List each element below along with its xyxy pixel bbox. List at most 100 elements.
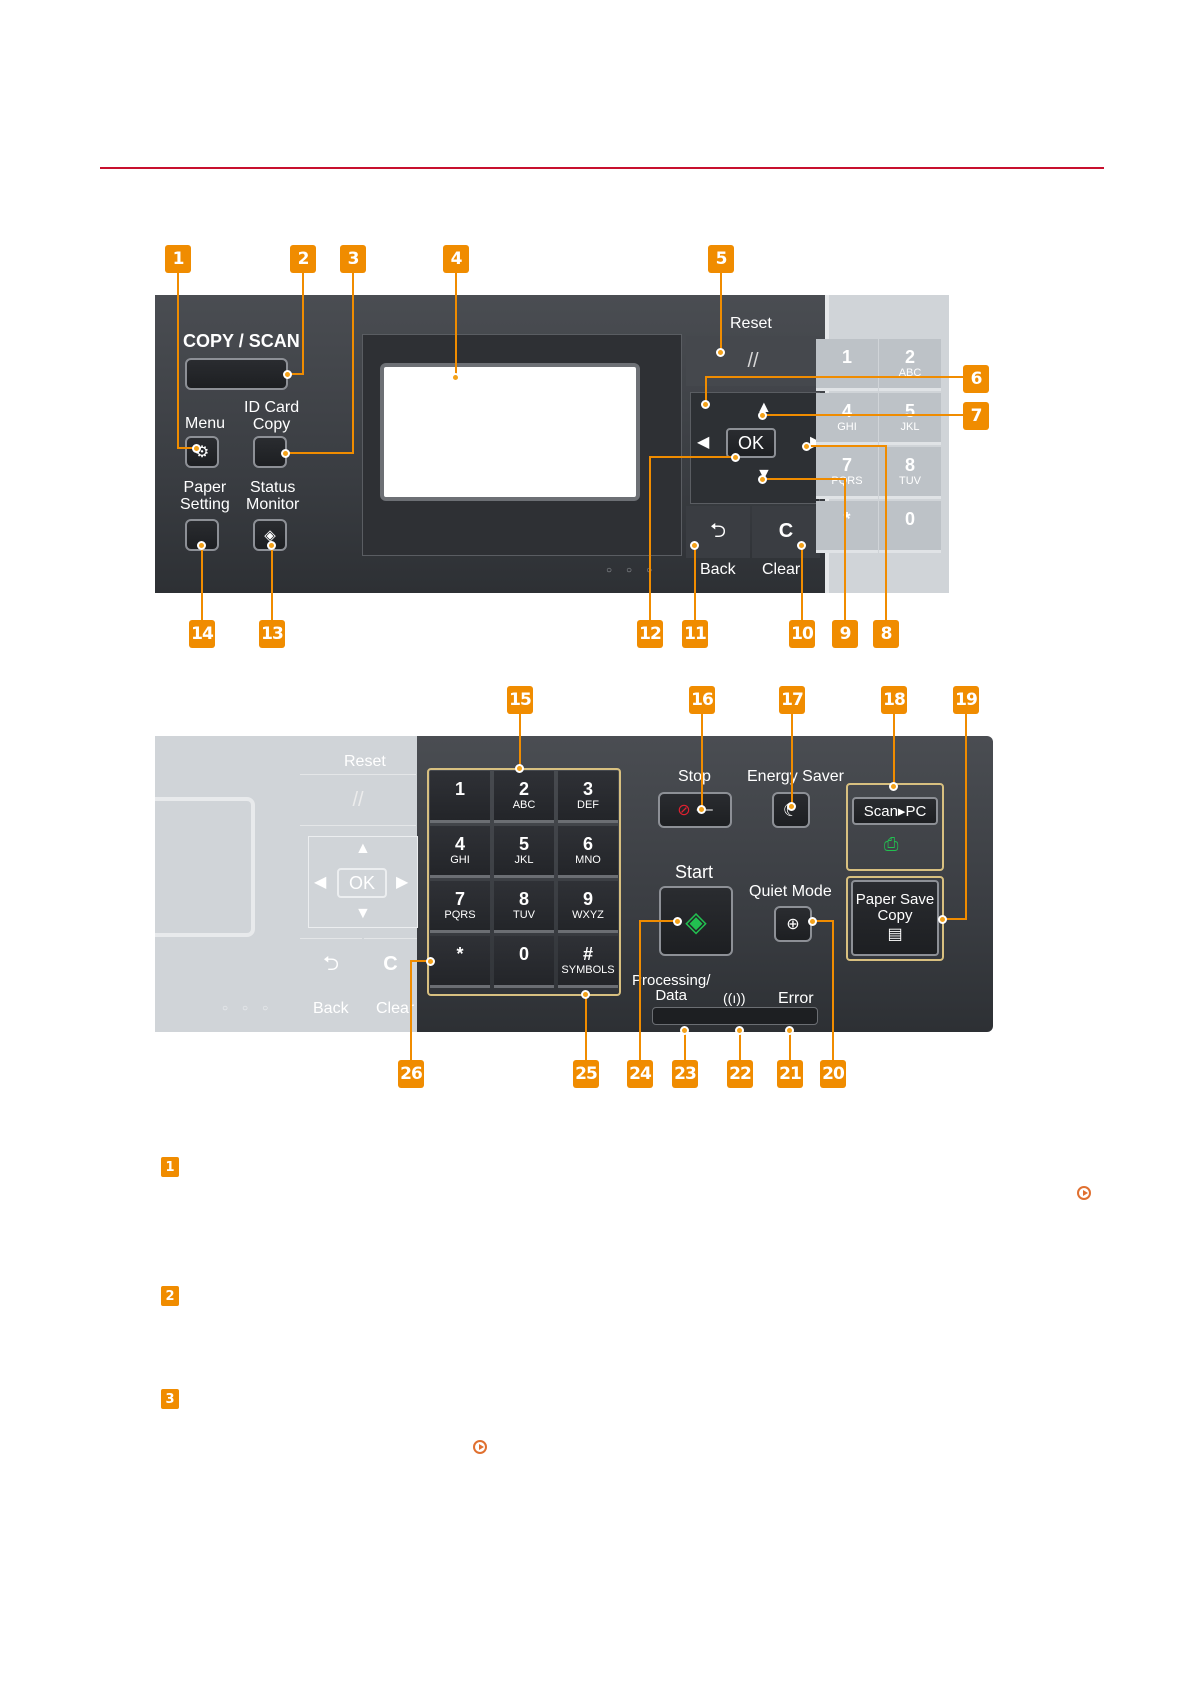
key-number: 6 [582, 834, 593, 854]
key-letters: GHI [450, 854, 470, 866]
leader-line [844, 478, 846, 620]
callout-dot [731, 453, 740, 462]
callout-dot [451, 373, 460, 382]
status-monitor-button[interactable]: ◈ [253, 519, 287, 551]
leader-line [684, 1030, 686, 1060]
id-card-copy-button[interactable] [253, 436, 287, 468]
leader-line [762, 478, 846, 480]
back-button[interactable]: ⮌ [300, 938, 362, 991]
callout-badge-13: 13 [259, 620, 285, 648]
callout-badge-14: 14 [189, 620, 215, 648]
key-number: 2 [518, 779, 529, 799]
right-arrow-icon[interactable]: ▶ [396, 874, 409, 891]
leader-line [942, 918, 967, 920]
leader-line [286, 373, 304, 375]
leader-line [455, 273, 457, 377]
left-arrow-icon[interactable]: ◀ [697, 434, 710, 451]
start-label: Start [675, 862, 714, 882]
processing-data-label: Processing/ Data [632, 972, 711, 1004]
keypad-outline [427, 768, 621, 996]
callout-dot [690, 541, 699, 550]
keypad-key[interactable]: 0 [879, 501, 941, 553]
clear-label: Clear [376, 1000, 415, 1017]
leader-line [179, 447, 196, 449]
status-monitor-label: Status Monitor [246, 479, 300, 513]
key-number: 0 [904, 509, 915, 529]
leader-line [352, 273, 354, 454]
leader-line [639, 920, 641, 1060]
copy-scan-button[interactable] [185, 358, 288, 390]
key-letters: JKL [514, 854, 534, 866]
scan-pc-button[interactable]: Scan▸PC [852, 797, 938, 825]
menu-button[interactable]: ⚙ [185, 436, 219, 468]
scan-pc-label: Scan▸PC [863, 803, 927, 820]
callout-dot [808, 917, 817, 926]
scan-pc-icon: ⎙ [884, 834, 899, 854]
callout-badge-9: 9 [832, 620, 858, 648]
callout-badge-16: 16 [689, 686, 715, 714]
callout-dot [515, 764, 524, 773]
callout-dot [673, 917, 682, 926]
ok-button[interactable]: OK [337, 868, 387, 898]
left-arrow-icon[interactable]: ◀ [314, 874, 327, 891]
callout-badge-15: 15 [507, 686, 533, 714]
leader-line [519, 714, 521, 770]
keypad-key[interactable]: 1 [430, 771, 490, 823]
copy-scan-label: COPY / SCAN [183, 331, 300, 351]
clear-button[interactable]: C [752, 506, 820, 558]
callout-badge-8: 8 [873, 620, 899, 648]
leader-line [410, 960, 430, 962]
clear-button[interactable]: C [364, 938, 417, 991]
key-number: 7 [454, 889, 465, 909]
keypad-key-asterisk[interactable]: * [430, 936, 490, 988]
reset-button[interactable]: // [300, 774, 416, 826]
callout-dot [283, 370, 292, 379]
leader-line [201, 545, 203, 620]
callout-badge-1: 1 [165, 245, 191, 273]
keypad-key[interactable]: 0 [494, 936, 554, 988]
key-number: 2 [904, 347, 915, 367]
leader-line [806, 445, 886, 447]
key-letters: JKL [900, 421, 920, 433]
callout-badge-5: 5 [708, 245, 734, 273]
link-arrow-icon[interactable] [473, 1440, 487, 1454]
leader-line [791, 714, 793, 807]
key-letters: ABC [512, 799, 536, 811]
link-arrow-icon[interactable] [1077, 1186, 1091, 1200]
keypad-key[interactable]: * [816, 501, 878, 553]
ok-label: OK [737, 432, 764, 453]
quiet-mode-button[interactable]: ⊕ [774, 906, 812, 942]
keypad-key-symbols[interactable]: #SYMBOLS [558, 936, 618, 988]
up-arrow-icon[interactable]: ▲ [355, 840, 371, 857]
stop-button[interactable]: ⊘ — [658, 792, 732, 828]
leader-line [762, 414, 963, 416]
key-number: # [582, 944, 593, 964]
key-letters: ABC [898, 367, 922, 379]
key-letters: MNO [575, 854, 601, 866]
paper-save-copy-button[interactable]: Paper Save Copy ▤ [851, 880, 939, 956]
down-arrow-icon[interactable]: ▼ [355, 905, 371, 922]
lcd-display-partial [155, 797, 255, 937]
callout-badge-26: 26 [398, 1060, 424, 1088]
leader-line [410, 960, 412, 1060]
ok-label: OK [348, 873, 375, 893]
keypad-key[interactable]: 1 [816, 339, 878, 391]
callout-badge-22: 22 [727, 1060, 753, 1088]
leader-line [649, 456, 735, 458]
energy-saver-label: Energy Saver [747, 768, 844, 785]
paper-setting-label: Paper Setting [180, 479, 230, 513]
bottom-left-area [155, 736, 417, 1032]
